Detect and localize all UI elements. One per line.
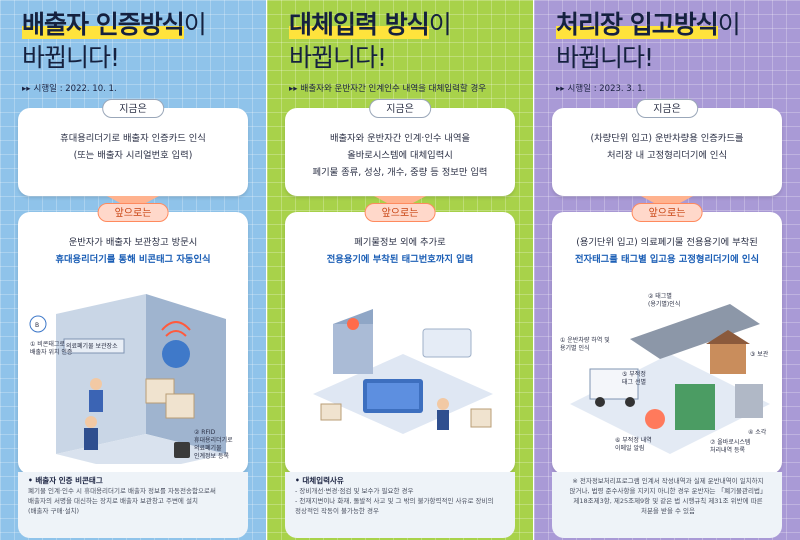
subtitle-marker: ▸▸ [289, 84, 298, 94]
incinerator-icon [675, 384, 715, 430]
svg-text:배출자 위치 인증: 배출자 위치 인증 [30, 348, 73, 356]
future-label: 앞으로는 [631, 203, 703, 222]
panel-emitter-auth: 배출자 인증방식이 바뀝니다! ▸▸시행일 : 2022. 10. 1. 지금은… [0, 0, 266, 540]
conveyor-icon [630, 304, 760, 359]
now-line: (차량단위 입고) 운반차량용 인증카드를 [590, 133, 744, 144]
now-card: 지금은 배출자와 운반자간 인계·인수 내역을 올바로시스템에 대체입력시 폐기… [285, 99, 515, 196]
title-tail: 이 [428, 10, 452, 39]
future-card: 앞으로는 운반자가 배출자 보관창고 방문시 휴대용리더기를 통해 비콘태그 자… [18, 203, 248, 474]
svg-text:용기별 인식: 용기별 인식 [560, 344, 590, 352]
system-illustration [313, 309, 493, 434]
alert-icon [645, 409, 665, 429]
svg-text:③ 보관: ③ 보관 [750, 350, 769, 358]
footnote-text: ※ 전자정보처리프로그램 인계서 작성내역과 실제 운반내역이 일치하지 않거나… [569, 477, 767, 515]
panel-title: 대체입력 방식이 바뀝니다! [289, 8, 452, 74]
future-card: 앞으로는 (용기단위 입고) 의료폐기물 전용용기에 부착된 전자태그를 태그별… [552, 203, 782, 474]
now-line: 폐기물 종류, 성상, 개수, 중량 등 정보만 입력 [312, 167, 488, 178]
now-text: 휴대용리더기로 배출자 인증카드 인식 (또는 배출자 시리얼번호 입력) [24, 130, 242, 164]
footnote-title: • 배출자 인증 비콘태그 [28, 476, 103, 485]
future-text: 폐기물정보 외에 추가로 전용용기에 부착된 태그번호까지 입력 [291, 234, 509, 268]
svg-text:B: B [35, 322, 39, 329]
panel-subtitle: ▸▸시행일 : 2023. 3. 1. [556, 82, 645, 94]
title-highlight: 대체입력 방식 [289, 10, 430, 39]
now-label: 지금은 [102, 99, 164, 118]
subtitle-text: 배출자와 운반자간 인계인수 내역을 대체입력할 경우 [300, 84, 487, 94]
svg-text:의료폐기물: 의료폐기물 [194, 444, 222, 452]
svg-text:① 운반차량 하역 및: ① 운반차량 하역 및 [560, 336, 610, 344]
future-label: 앞으로는 [364, 203, 436, 222]
future-text: 운반자가 배출자 보관창고 방문시 휴대용리더기를 통해 비콘태그 자동인식 [24, 234, 242, 268]
svg-text:인계정보 등록: 인계정보 등록 [194, 452, 230, 460]
panel-title: 배출자 인증방식이 바뀝니다! [22, 8, 207, 74]
svg-text:(용기별)인식: (용기별)인식 [648, 300, 680, 308]
footnote-text: 폐기물 인계·인수 시 휴대용리더기로 배출자 정보를 자동전송함으로써 배출자… [28, 487, 216, 515]
svg-text:태그 선별: 태그 선별 [622, 378, 646, 386]
svg-text:처리내역 등록: 처리내역 등록 [710, 446, 746, 454]
svg-text:⑥ 부적정 내역: ⑥ 부적정 내역 [615, 436, 652, 444]
svg-text:⑦ 올바로시스템: ⑦ 올바로시스템 [710, 438, 750, 446]
beacon-caption: ① 비콘태그로 [30, 340, 65, 348]
subtitle-text: 시행일 : 2023. 3. 1. [567, 84, 646, 94]
now-line: 올바로시스템에 대체입력시 [347, 150, 453, 161]
truck-icon [589, 368, 639, 400]
footnote-box: • 대체입력사유 - 장비개선·변경·점검 및 보수가 필요한 경우 - 천재지… [285, 472, 515, 538]
storage-icon [710, 344, 746, 374]
footnote-box: ※ 전자정보처리프로그램 인계서 작성내역과 실제 운반내역이 일치하지 않거나… [552, 472, 782, 538]
future-line: 폐기물정보 외에 추가로 [354, 237, 446, 248]
title-highlight: 처리장 입고방식 [556, 10, 719, 39]
now-line: 휴대용리더기로 배출자 인증카드 인식 [60, 133, 206, 144]
panel-subtitle: ▸▸배출자와 운반자간 인계인수 내역을 대체입력할 경우 [289, 82, 486, 94]
footnote-box: • 배출자 인증 비콘태그 폐기물 인계·인수 시 휴대용리더기로 배출자 정보… [18, 472, 248, 538]
future-card: 앞으로는 폐기물정보 외에 추가로 전용용기에 부착된 태그번호까지 입력 [285, 203, 515, 474]
title-tail: 이 [717, 10, 741, 39]
svg-text:② 태그별: ② 태그별 [648, 292, 672, 300]
plant-illustration: ① 운반차량 하역 및 용기별 인식 ② 태그별 (용기별)인식 ③ 보관 ④ … [560, 292, 770, 454]
title-line2: 바뀝니다! [289, 43, 387, 72]
subtitle-text: 시행일 : 2022. 10. 1. [33, 84, 117, 94]
now-line: 처리장 내 고정형리더기에 인식 [606, 150, 728, 161]
future-line: 운반자가 배출자 보관창고 방문시 [68, 237, 198, 248]
title-highlight: 배출자 인증방식 [22, 10, 185, 39]
title-line2: 바뀝니다! [556, 43, 654, 72]
panel-substitute-input: 대체입력 방식이 바뀝니다! ▸▸배출자와 운반자간 인계인수 내역을 대체입력… [267, 0, 533, 540]
now-text: 배출자와 운반자간 인계·인수 내역을 올바로시스템에 대체입력시 폐기물 종류… [291, 130, 509, 181]
svg-text:이메일 알림: 이메일 알림 [615, 444, 645, 452]
panel-title: 처리장 입고방식이 바뀝니다! [556, 8, 741, 74]
beacon-icon [162, 340, 190, 368]
future-label: 앞으로는 [97, 203, 169, 222]
wall-sign: 의료폐기물 보관장소 [66, 342, 118, 350]
future-line-accent: 전용용기에 부착된 태그번호까지 입력 [326, 254, 474, 265]
panel-subtitle: ▸▸시행일 : 2022. 10. 1. [22, 82, 117, 94]
future-line: (용기단위 입고) 의료폐기물 전용용기에 부착된 [576, 237, 758, 248]
now-label: 지금은 [636, 99, 698, 118]
title-tail: 이 [183, 10, 207, 39]
now-label: 지금은 [369, 99, 431, 118]
future-line-accent: 전자태그를 태그별 입고용 고정형리더기에 인식 [574, 254, 759, 265]
warehouse-illustration: 의료폐기물 보관장소 B ① 비콘태그로 배출자 위치 인증 ② RFID 휴대… [29, 294, 233, 464]
now-card: 지금은 휴대용리더기로 배출자 인증카드 인식 (또는 배출자 시리얼번호 입력… [18, 99, 248, 196]
now-text: (차량단위 입고) 운반차량용 인증카드를 처리장 내 고정형리더기에 인식 [558, 130, 776, 164]
future-text: (용기단위 입고) 의료폐기물 전용용기에 부착된 전자태그를 태그별 입고용 … [558, 234, 776, 268]
subtitle-marker: ▸▸ [22, 84, 31, 94]
now-line: (또는 배출자 시리얼번호 입력) [73, 150, 193, 161]
svg-text:④ 소각: ④ 소각 [748, 429, 767, 436]
subtitle-marker: ▸▸ [556, 84, 565, 94]
footnote-text: - 장비개선·변경·점검 및 보수가 필요한 경우 - 천재지변이나 화재, 돌… [295, 487, 494, 515]
svg-text:휴대용리더기로: 휴대용리더기로 [194, 436, 233, 444]
truck-icon [422, 328, 472, 358]
future-line-accent: 휴대용리더기를 통해 비콘태그 자동인식 [55, 254, 211, 265]
footnote-title: • 대체입력사유 [295, 476, 344, 485]
title-line2: 바뀝니다! [22, 43, 120, 72]
svg-text:② RFID: ② RFID [194, 429, 216, 436]
now-line: 배출자와 운반자간 인계·인수 내역을 [329, 133, 471, 144]
rfid-reader-icon [174, 442, 190, 458]
panel-plant-intake: 처리장 입고방식이 바뀝니다! ▸▸시행일 : 2023. 3. 1. 지금은 … [534, 0, 800, 540]
now-card: 지금은 (차량단위 입고) 운반차량용 인증카드를 처리장 내 고정형리더기에 … [552, 99, 782, 196]
svg-text:⑤ 부적정: ⑤ 부적정 [622, 371, 646, 378]
